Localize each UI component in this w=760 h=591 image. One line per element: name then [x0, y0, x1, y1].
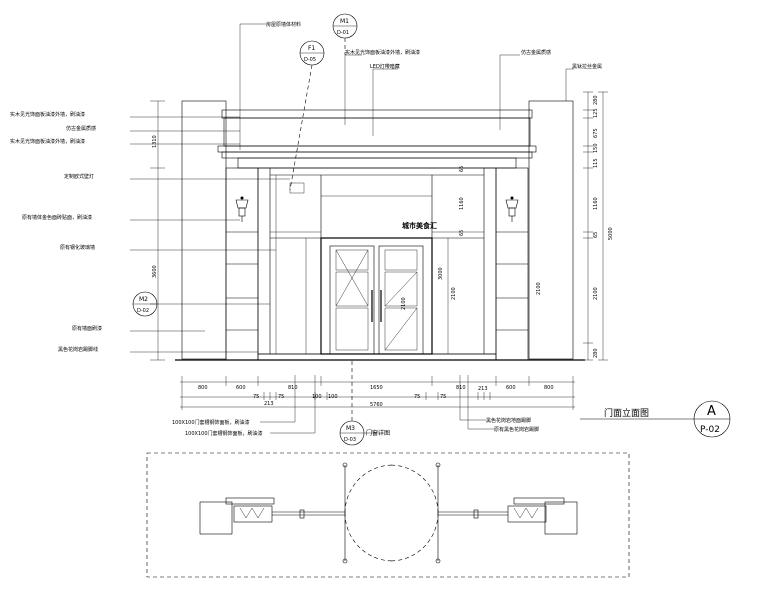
label-left-4: 定制欧式壁灯 [64, 173, 94, 180]
svg-text:600: 600 [236, 385, 246, 391]
svg-text:800: 800 [544, 385, 554, 391]
svg-text:1160: 1160 [593, 197, 599, 210]
svg-text:3000: 3000 [438, 267, 444, 280]
svg-text:1160: 1160 [459, 197, 465, 210]
svg-text:280: 280 [593, 348, 599, 358]
title-letter: A [707, 404, 716, 419]
svg-text:1310: 1310 [152, 135, 158, 148]
label-bottom-4: 黑色花岗岩地面踢脚 [486, 417, 531, 424]
double-door [320, 237, 433, 355]
svg-text:280: 280 [593, 95, 599, 105]
right-dimensions: 280 125 675 150 115 1160 65 2100 280 500… [583, 91, 614, 361]
glass-storefront [257, 167, 497, 355]
cornice-band [217, 109, 537, 169]
svg-text:2100: 2100 [536, 282, 542, 295]
svg-text:D-02: D-02 [137, 308, 149, 314]
inner-dimensions: 65 1160 65 3000 2100 2100 2100 [401, 166, 542, 310]
svg-text:75: 75 [253, 394, 259, 400]
svg-text:810: 810 [456, 385, 466, 391]
label-left-6: 原有钢化玻璃墙 [60, 244, 95, 251]
svg-text:75: 75 [440, 394, 446, 400]
svg-text:100: 100 [312, 394, 322, 400]
callout-m3: M3 D-03 [339, 360, 365, 446]
svg-text:D-01: D-01 [337, 30, 349, 36]
svg-text:1650: 1650 [370, 385, 383, 391]
label-left-7: 原有墙面刷漆 [72, 325, 102, 332]
right-wall-lamp-icon [505, 196, 519, 222]
callout-f1: F1 D-05 [289, 40, 325, 191]
svg-text:65: 65 [459, 230, 465, 236]
label-top-1: 房屋原墙体材料 [266, 21, 301, 28]
svg-text:75: 75 [278, 394, 284, 400]
svg-text:675: 675 [593, 128, 599, 138]
svg-text:800: 800 [198, 385, 208, 391]
right-brick-wall [528, 100, 574, 360]
label-bottom-5: 原有黑色花岗岩踢脚 [494, 426, 539, 433]
svg-text:2100: 2100 [451, 287, 457, 300]
label-bottom-3: 门窗详图 [366, 429, 390, 437]
svg-text:810: 810 [288, 385, 298, 391]
top-annotations: 房屋原墙体材料 实木见光饰面板油漆外墙，刷油漆 LED灯带暗藏 仿古金属质感 黑… [239, 21, 602, 150]
svg-text:M1: M1 [340, 18, 349, 25]
label-left-1: 实木见光饰面板油漆外墙，刷油漆 [10, 111, 85, 118]
svg-text:F1: F1 [308, 45, 315, 52]
label-top-2: 实木见光饰面板油漆外墙，刷油漆 [345, 49, 420, 56]
plan-view [146, 452, 630, 578]
svg-text:150: 150 [593, 143, 599, 153]
svg-text:5760: 5760 [370, 402, 383, 408]
svg-text:213: 213 [478, 386, 488, 392]
label-bottom-2: 100X100门套槽钢饰面板，刷油漆 [185, 430, 263, 437]
svg-text:213: 213 [264, 401, 274, 407]
label-bottom-1: 100X100门套槽钢饰面板，刷油漆 [172, 419, 250, 426]
left-wall-lamp-icon [235, 196, 249, 222]
label-left-2: 仿古金属质感 [66, 125, 96, 132]
svg-text:D-05: D-05 [304, 57, 316, 63]
svg-text:5000: 5000 [608, 227, 614, 240]
drawing-title: 门面立面图 [604, 407, 649, 419]
svg-text:100: 100 [328, 394, 338, 400]
label-top-4: 仿古金属质感 [521, 49, 551, 56]
left-brick-wall [181, 100, 227, 360]
label-top-5: 黑钛拉丝金属 [572, 63, 602, 70]
title-block: 门面立面图 A P-02 [580, 400, 731, 438]
label-left-3: 实木见光饰面板油漆外墙，刷油漆 [10, 138, 85, 145]
svg-text:M2: M2 [139, 296, 148, 303]
svg-text:65: 65 [593, 232, 599, 238]
svg-text:65: 65 [459, 166, 465, 172]
left-annotations: 实木见光饰面板油漆外墙，刷油漆 仿古金属质感 实木见光饰面板油漆外墙，刷油漆 定… [10, 111, 290, 353]
shop-sign: 城市美食汇 [402, 221, 437, 230]
bottom-dimensions: 800 600 810 1650 810 600 800 75 75 100 1… [180, 376, 575, 410]
svg-text:D-03: D-03 [344, 437, 356, 443]
svg-text:75: 75 [414, 394, 420, 400]
label-top-3: LED灯带暗藏 [370, 63, 400, 70]
svg-text:3600: 3600 [152, 265, 158, 278]
svg-text:2100: 2100 [593, 287, 599, 300]
svg-text:125: 125 [593, 108, 599, 118]
callout-m2: M2 D-02 [132, 291, 158, 317]
label-left-8: 黑色花岗岩踢脚线 [58, 346, 98, 353]
label-left-5: 原有墙体金色面砖贴面，刷油漆 [22, 214, 92, 221]
svg-text:M3: M3 [346, 425, 355, 432]
left-pilaster-plan [233, 505, 273, 523]
granite-skirting [257, 353, 497, 361]
svg-text:2100: 2100 [401, 297, 407, 310]
bottom-annotations: 100X100门套槽钢饰面板，刷油漆 100X100门套槽钢饰面板，刷油漆 门窗… [172, 375, 539, 437]
callout-m1: M1 D-01 [332, 13, 358, 55]
right-pilaster-plan [507, 505, 547, 523]
svg-text:600: 600 [506, 385, 516, 391]
svg-text:115: 115 [593, 158, 599, 168]
left-dimensions: 1310 3600 [150, 100, 165, 361]
title-sheet: P-02 [700, 425, 720, 435]
